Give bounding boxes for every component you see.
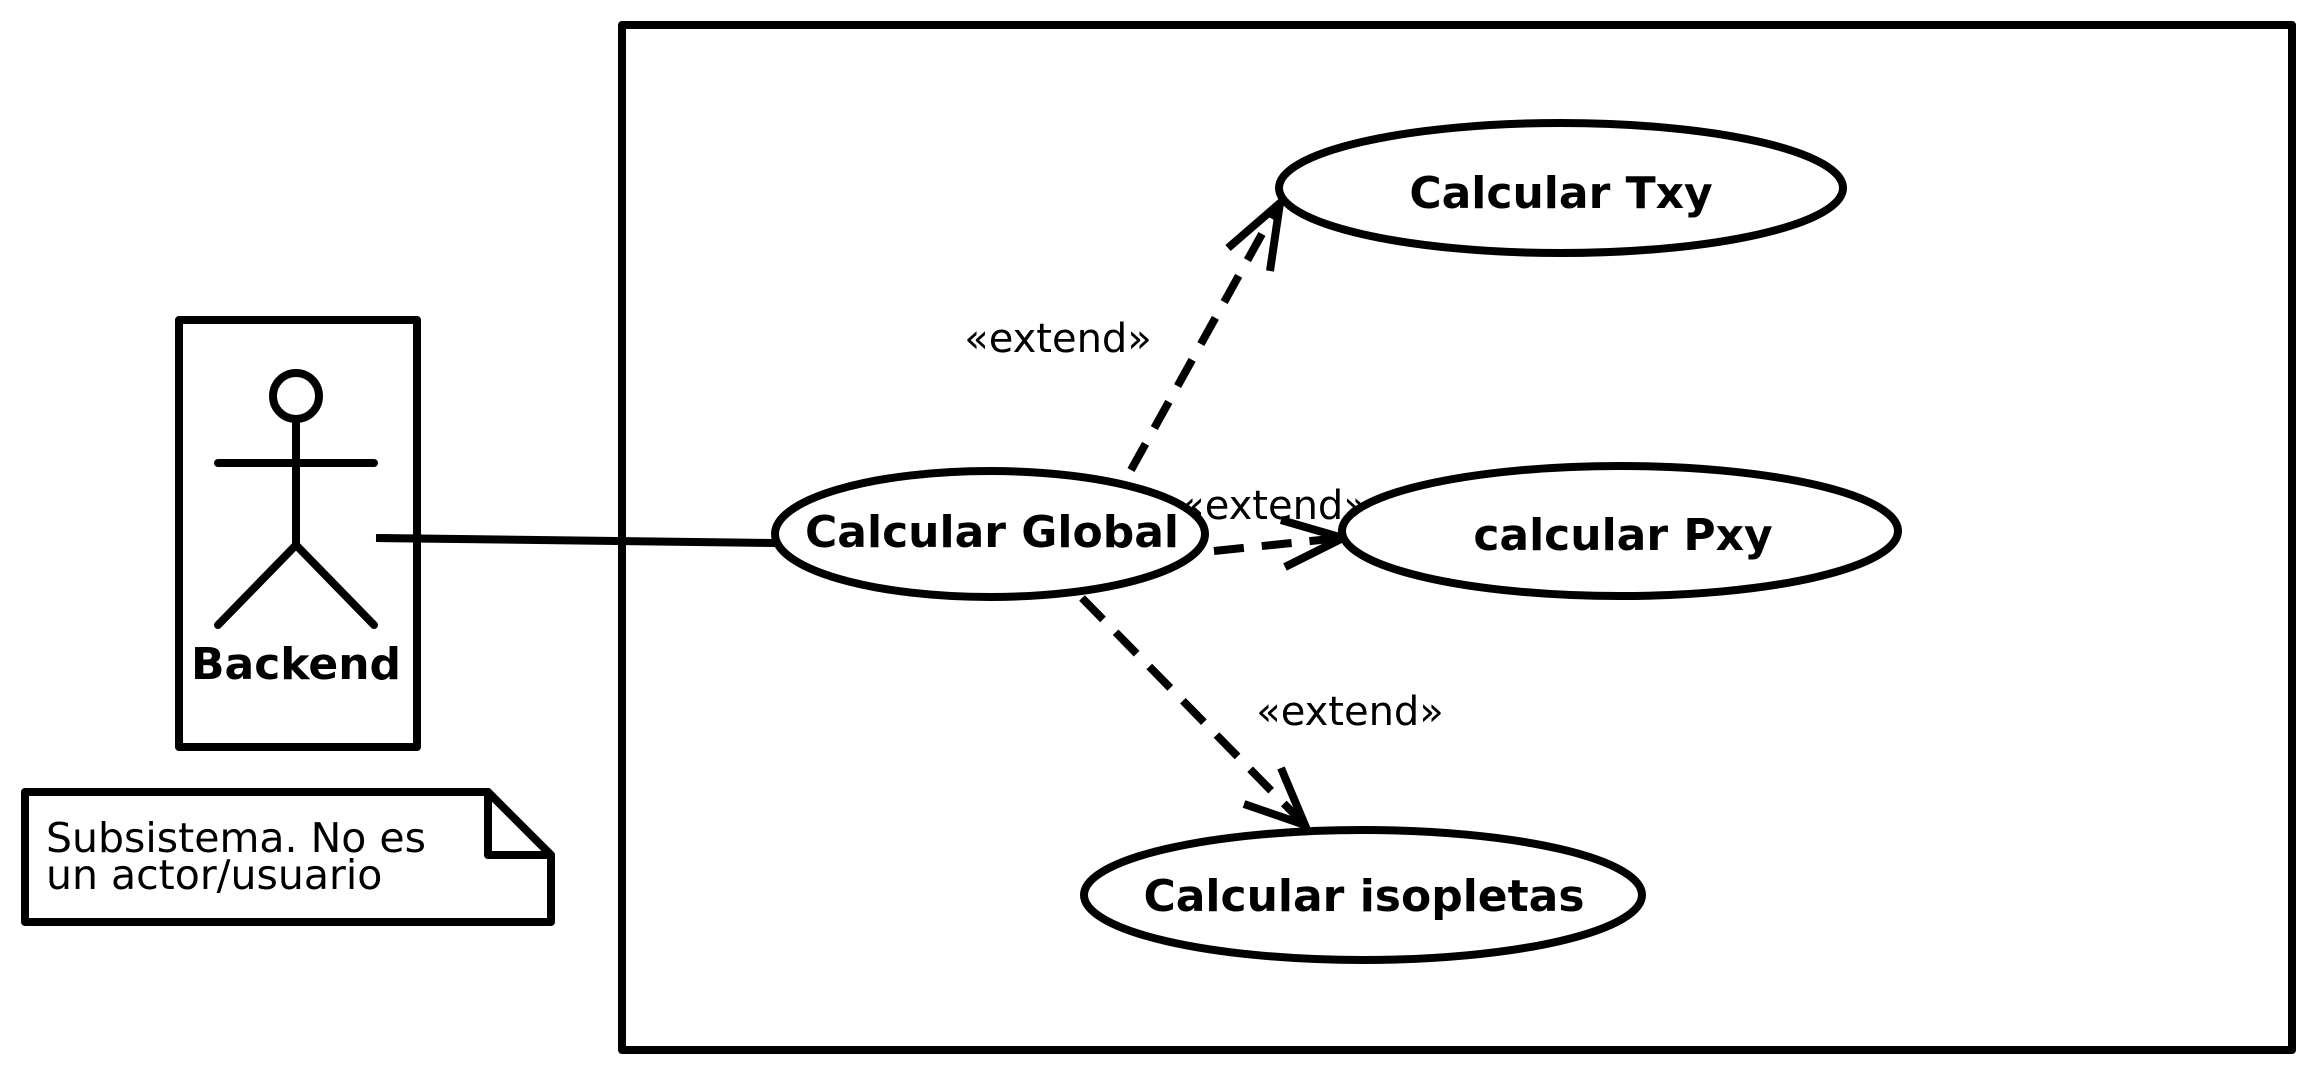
use-case-calcular-txy <box>1275 119 1847 257</box>
actor-box <box>175 316 421 751</box>
association-line <box>375 534 776 547</box>
extend-arrowhead-isopletas <box>1242 766 1313 832</box>
use-case-calcular-global <box>771 467 1209 601</box>
actor-stick-figure-icon <box>214 369 378 629</box>
use-case-calcular-pxy <box>1338 462 1902 600</box>
extend-label-isopletas: «extend» <box>1256 689 1444 735</box>
note-text-line-1: Subsistema. No es <box>46 814 426 862</box>
use-case-label-txy: Calcular Txy <box>1409 168 1712 219</box>
use-case-label-pxy: calcular Pxy <box>1473 510 1772 561</box>
use-case-label-isopletas: Calcular isopletas <box>1143 871 1584 922</box>
extend-line-pxy <box>1213 534 1341 555</box>
extend-arrowhead-txy <box>1225 192 1286 272</box>
actor-label: Backend <box>191 639 401 690</box>
use-case-label-global: Calcular Global <box>805 507 1179 558</box>
note-text-line-2: un actor/usuario <box>46 851 382 899</box>
extend-label-txy: «extend» <box>964 316 1152 362</box>
note <box>21 788 555 926</box>
extend-label-pxy: «extend» <box>1180 483 1368 529</box>
use-case-calcular-isopletas <box>1080 826 1646 964</box>
extend-line-txy <box>1127 203 1282 472</box>
extend-line-isopletas <box>1079 595 1303 823</box>
